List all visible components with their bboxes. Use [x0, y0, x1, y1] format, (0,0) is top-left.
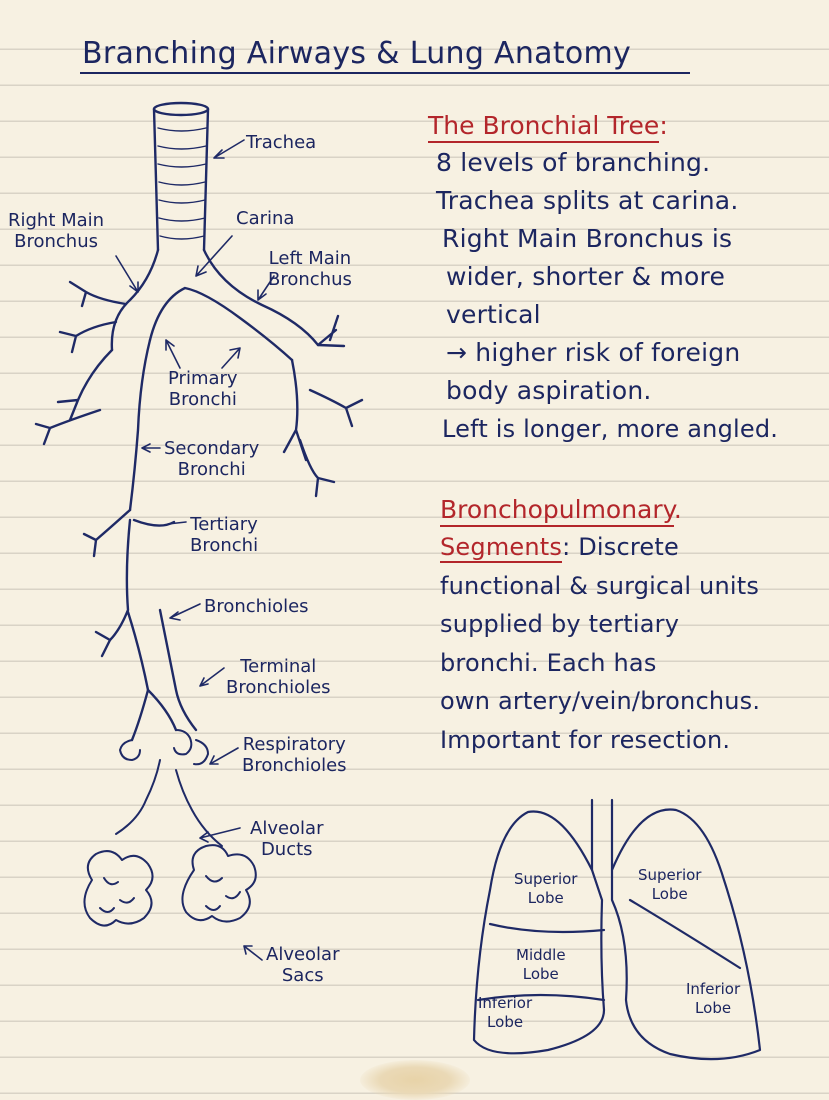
right-main-bronchus [110, 248, 160, 352]
note-line: bronchi. Each has [440, 648, 657, 677]
label-bronchioles: Bronchioles [204, 596, 309, 617]
label-alveolar-sacs: Alveolar Sacs [266, 944, 340, 986]
respiratory-bronchioles-shapes [115, 729, 223, 847]
note-line: own artery/vein/bronchus. [440, 687, 761, 715]
segments-heading-line2: Segments: Discrete [440, 533, 679, 563]
note-line: Important for resection. [440, 725, 731, 754]
note-line: body aspiration. [446, 376, 652, 405]
label-right-main-bronchus: Right Main Bronchus [8, 210, 105, 252]
note-line: 8 levels of branching. [436, 148, 711, 177]
note-line: supplied by tertiary [440, 610, 680, 638]
bronchial-tree-notes: The Bronchial Tree: 8 levels of branchin… [428, 108, 824, 448]
note-line: vertical [446, 300, 541, 329]
note-line: wider, shorter & more [446, 262, 726, 291]
right-lung-outline [472, 810, 606, 1055]
label-primary-bronchi: Primary Bronchi [168, 368, 238, 410]
trachea-left-wall [152, 107, 160, 252]
page-title: Branching Airways & Lung Anatomy [82, 36, 632, 71]
trachea-rings [157, 127, 207, 240]
label-alveolar-ducts: Alveolar Ducts [250, 818, 324, 860]
lungs-diagram [472, 798, 762, 1061]
label-trachea: Trachea [246, 132, 317, 153]
annotation-arrows [115, 139, 275, 961]
right-horizontal-fissure [488, 922, 606, 934]
bronchial-tree-heading: The Bronchial Tree: [428, 108, 824, 144]
note-line: functional & surgical units [440, 571, 760, 600]
segments-notes: Bronchopulmonary. Segments: Discrete fun… [440, 492, 829, 759]
carina-edge [148, 286, 294, 362]
left-oblique-fissure [628, 898, 742, 970]
coffee-stain [360, 1060, 470, 1100]
right-oblique-fissure [476, 993, 606, 1002]
trachea-right-wall [202, 107, 210, 252]
alveolar-sacs-shapes [83, 844, 257, 927]
label-right-inferior-lobe: Inferior Lobe [478, 994, 533, 1031]
note-line: Right Main Bronchus is [442, 224, 733, 253]
left-main-bronchus [202, 248, 320, 347]
lungs-trachea [590, 798, 614, 872]
note-line: → higher risk of foreign [446, 338, 741, 367]
label-left-superior-lobe: Superior Lobe [638, 866, 702, 903]
trachea-opening [152, 101, 210, 117]
label-secondary-bronchi: Secondary Bronchi [164, 438, 260, 480]
label-tertiary-bronchi: Tertiary Bronchi [190, 514, 259, 556]
label-terminal-bronchioles: Terminal Bronchioles [226, 656, 331, 698]
label-right-middle-lobe: Middle Lobe [516, 946, 566, 983]
label-right-superior-lobe: Superior Lobe [514, 870, 578, 907]
segments-heading-line1: Bronchopulmonary. [440, 492, 829, 528]
label-left-main-bronchus: Left Main Bronchus [268, 248, 352, 290]
note-line: Trachea splits at carina. [436, 186, 739, 215]
label-respiratory-bronchioles: Respiratory Bronchioles [242, 734, 347, 776]
note-line: Left is longer, more angled. [442, 415, 779, 443]
label-left-inferior-lobe: Inferior Lobe [686, 980, 741, 1017]
left-lung-outline [610, 808, 762, 1061]
label-carina: Carina [236, 208, 295, 229]
title-underline [80, 72, 690, 74]
